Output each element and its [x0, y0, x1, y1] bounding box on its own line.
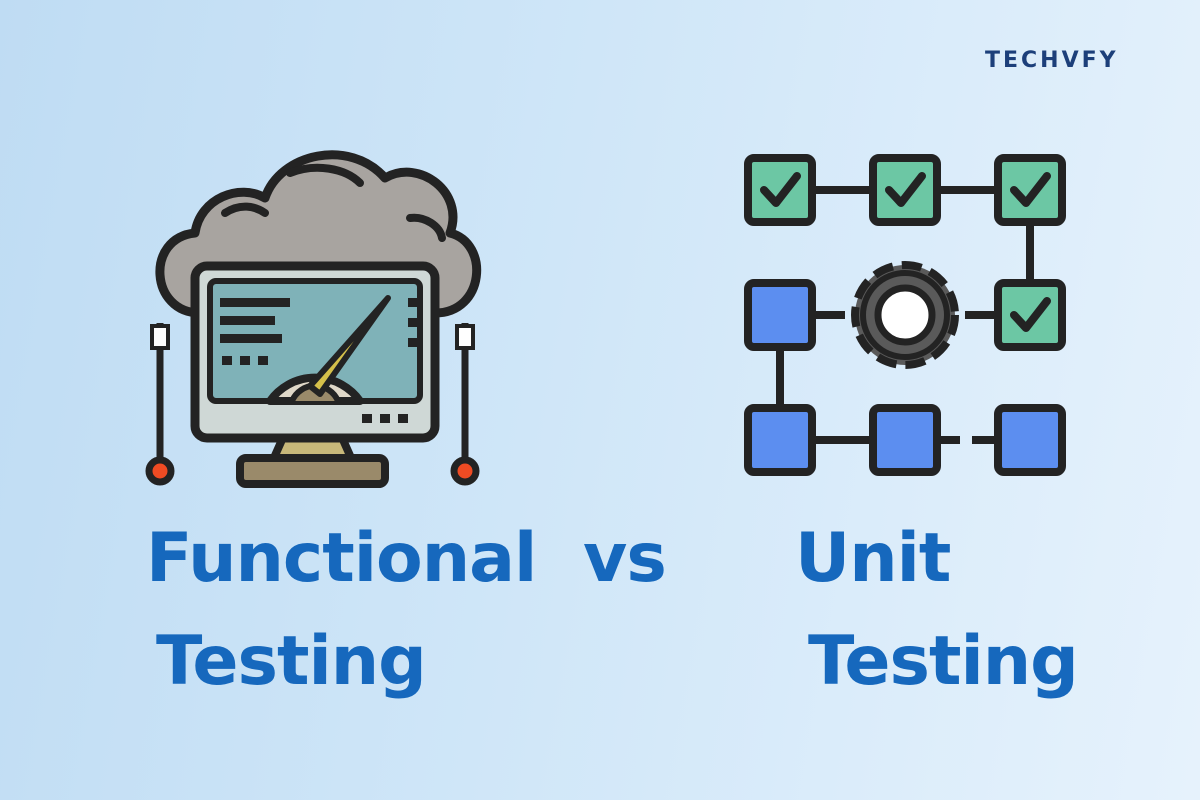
unit-title-line1: Unit [795, 519, 951, 598]
vs-separator: vs [583, 519, 667, 598]
functional-title-line1: Functional [146, 519, 537, 598]
right-node-icon [450, 456, 480, 486]
gear-icon [851, 261, 959, 369]
techvfy-logo: TECHVFY [985, 48, 1119, 73]
cloud-monitor-gauge-icon [145, 150, 482, 488]
left-node-icon [145, 456, 175, 486]
check-box-icon [994, 154, 1066, 226]
unit-box-icon [994, 404, 1066, 476]
unit-box-icon [744, 279, 816, 351]
unit-grid-gear-icon [744, 154, 1066, 476]
check-box-icon [994, 279, 1066, 351]
unit-box-icon [744, 404, 816, 476]
functional-title-line2: Testing [156, 622, 427, 701]
unit-box-icon [869, 404, 941, 476]
check-box-icon [869, 154, 941, 226]
gauge-needle [307, 295, 391, 397]
check-box-icon [744, 154, 816, 226]
unit-title-line2: Testing [808, 622, 1079, 701]
